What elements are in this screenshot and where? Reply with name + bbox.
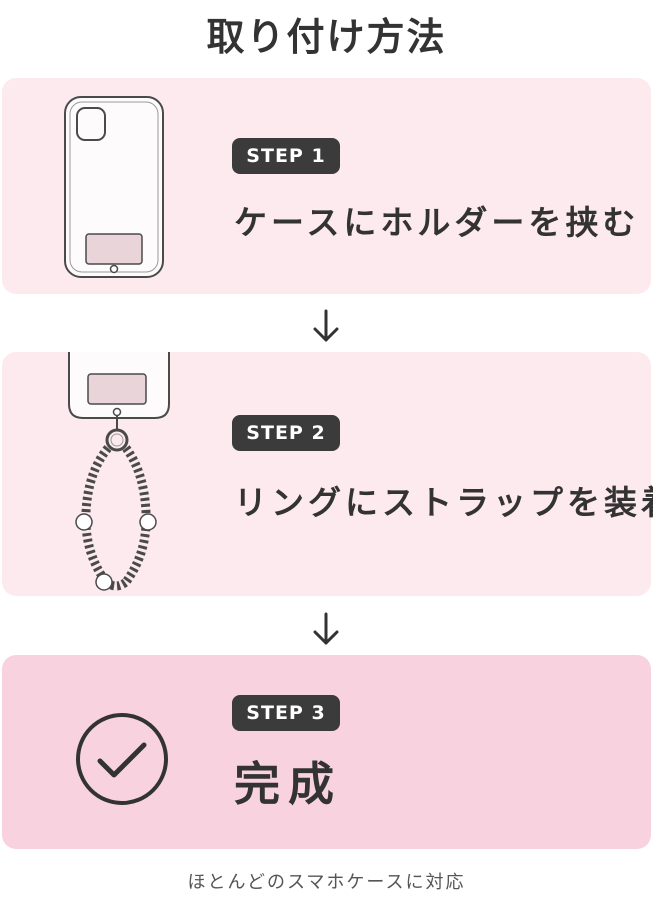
- page-title: 取り付け方法: [206, 15, 447, 59]
- step-2-card: STEP 2 リングにストラップを装着: [2, 352, 653, 596]
- step-1-badge: STEP 1: [232, 138, 340, 174]
- step-3-card: STEP 3 完成: [2, 655, 651, 849]
- step-1-text: ケースにホルダーを挟む: [234, 203, 640, 242]
- step-2-badge: STEP 2: [232, 415, 340, 451]
- phone-case-icon: [62, 94, 166, 280]
- compatibility-note: ほとんどのスマホケースに対応: [187, 872, 466, 893]
- step-1-card: STEP 1 ケースにホルダーを挟む: [2, 78, 651, 294]
- step-2-text: リングにストラップを装着: [234, 483, 653, 522]
- step-3-text: 完成: [234, 757, 342, 811]
- step-3-badge: STEP 3: [232, 695, 340, 731]
- checkmark-circle-icon: [74, 711, 170, 807]
- down-arrow-icon: [311, 309, 341, 343]
- down-arrow-icon: [311, 612, 341, 646]
- phone-strap-icon: [64, 352, 174, 596]
